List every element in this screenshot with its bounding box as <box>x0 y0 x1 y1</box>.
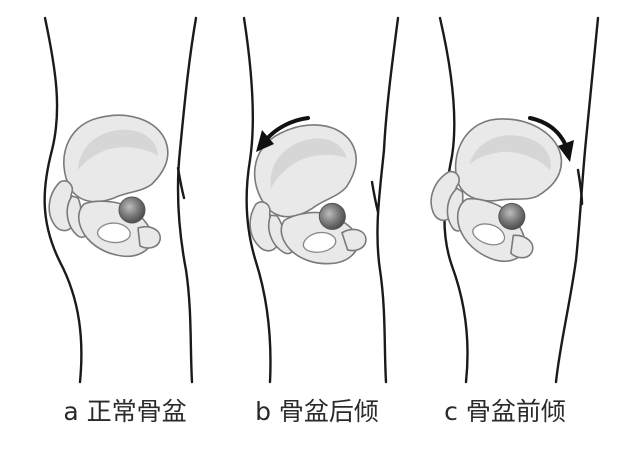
rotation-arrow-c <box>528 116 568 148</box>
arrow-head-b <box>256 130 274 152</box>
caption-normal-pelvis: a 正常骨盆 <box>63 397 187 426</box>
arrow-head-c <box>558 140 574 162</box>
body-outline-back-b <box>242 16 272 384</box>
buttock-crease-b <box>370 180 380 214</box>
buttock-crease-a <box>176 166 186 200</box>
caption-posterior-tilt: b 骨盆后倾 <box>255 397 379 426</box>
buttock-crease-c <box>576 168 584 206</box>
panel-b <box>230 16 400 384</box>
body-outline-front-a <box>176 16 198 384</box>
panel-a <box>43 16 198 384</box>
caption-anterior-tilt: c 骨盆前倾 <box>444 397 566 426</box>
body-outline-front-c <box>554 16 600 384</box>
body-outline-back-a <box>43 16 83 384</box>
rotation-arrow-b <box>264 116 310 142</box>
pelvis-bone-a <box>48 114 169 258</box>
pelvis-bone-c <box>419 103 571 271</box>
panel-c <box>419 16 600 384</box>
body-outline-front-b <box>376 16 400 384</box>
